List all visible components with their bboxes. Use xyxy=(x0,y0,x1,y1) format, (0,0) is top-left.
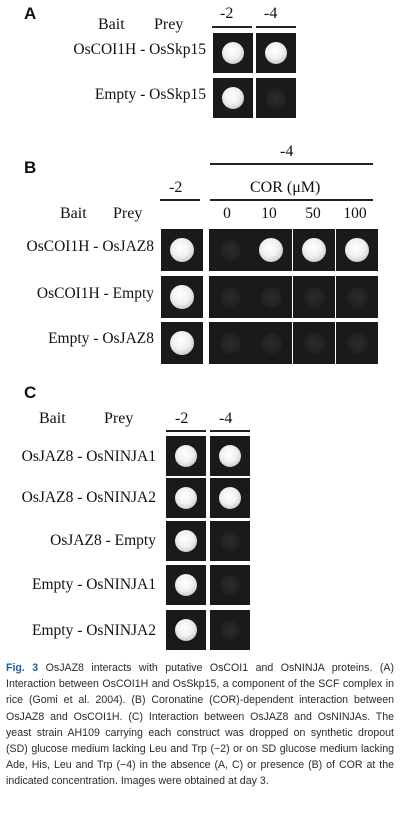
panel-b-conc-label: 10 xyxy=(261,205,277,222)
panel-c-col1-rule xyxy=(166,430,206,432)
panel-b-plate-cell xyxy=(250,276,292,318)
panel-b-colony-spot xyxy=(170,238,194,262)
figure-caption-text: OsJAZ8 interacts with putative OsCOI1 an… xyxy=(6,662,394,788)
panel-c-plate-cell xyxy=(166,565,206,605)
panel-c-plate-cell xyxy=(166,521,206,561)
panel-c-bait-header: Bait xyxy=(39,410,66,427)
panel-c-letter: C xyxy=(24,383,37,402)
panel-b-minus2-rule xyxy=(160,199,200,201)
panel-a-col1-rule xyxy=(212,26,252,28)
panel-b-empty-spot xyxy=(220,287,241,308)
panel-b-plate-cell xyxy=(250,322,292,364)
panel-c-empty-spot xyxy=(220,531,240,551)
panel-a-colony-spot xyxy=(222,87,244,109)
panel-b-cor-rule xyxy=(210,199,373,201)
panel-a-col-minus2: -2 xyxy=(220,5,234,22)
panel-b-empty-spot xyxy=(347,333,368,354)
panel-b-plate-cell xyxy=(250,229,292,271)
panel-b-colony-spot xyxy=(345,238,369,262)
figure-label: Fig. 3 xyxy=(6,662,39,674)
panel-b-empty-spot xyxy=(261,333,282,354)
panel-a-bait-header: Bait xyxy=(98,16,125,33)
panel-b-empty-spot xyxy=(304,333,325,354)
panel-b-plate-cell xyxy=(209,322,251,364)
panel-c-plate-cell xyxy=(210,436,250,476)
panel-c-row-label: Empty - OsNINJA2 xyxy=(32,622,156,639)
panel-c-plate-cell xyxy=(166,478,206,518)
panel-b-cor-header: COR (μM) xyxy=(250,179,321,196)
panel-b-row-label: OsCOI1H - Empty xyxy=(36,285,154,302)
panel-c-plate-cell xyxy=(210,521,250,561)
panel-b-plate-cell xyxy=(336,276,378,318)
panel-a-prey-header: Prey xyxy=(154,16,184,33)
panel-c-plate-cell xyxy=(166,610,206,650)
panel-a-row-label: Empty - OsSkp15 xyxy=(94,86,206,103)
panel-b-plate-cell xyxy=(293,276,335,318)
panel-b-group-rule xyxy=(210,163,373,165)
figure-caption: Fig. 3 OsJAZ8 interacts with putative Os… xyxy=(6,660,394,790)
panel-a-colony-spot xyxy=(222,42,244,64)
panel-b-plate-cell xyxy=(209,276,251,318)
panel-b-conc-label: 50 xyxy=(305,205,321,222)
panel-c-colony-spot xyxy=(175,619,197,641)
panel-b-plate-cell xyxy=(161,229,203,271)
panel-c-empty-spot xyxy=(220,620,240,640)
panel-b-plate-cell xyxy=(161,322,203,364)
panel-b-plate-cell xyxy=(293,229,335,271)
panel-b-plate-cell xyxy=(161,276,203,318)
panel-c-col2-rule xyxy=(210,430,250,432)
panel-b-empty-spot xyxy=(347,287,368,308)
panel-c-plate-cell xyxy=(210,478,250,518)
panel-b-colony-spot xyxy=(170,285,194,309)
panel-c-colony-spot xyxy=(175,530,197,552)
panel-c-prey-header: Prey xyxy=(104,410,134,427)
panel-c-colony-spot xyxy=(175,574,197,596)
panel-b-empty-spot xyxy=(220,333,241,354)
panel-c-plate-cell xyxy=(166,436,206,476)
panel-c-colony-spot xyxy=(219,487,241,509)
panel-c-row-label: OsJAZ8 - OsNINJA1 xyxy=(21,448,156,465)
panel-c-row-label: Empty - OsNINJA1 xyxy=(32,576,156,593)
panel-a-plate-cell xyxy=(256,33,296,73)
panel-b-letter: B xyxy=(24,158,37,177)
panel-a-col2-rule xyxy=(256,26,296,28)
panel-b-empty-spot xyxy=(220,240,241,261)
panel-c-empty-spot xyxy=(220,575,240,595)
panel-b-bait-header: Bait xyxy=(60,205,87,222)
panel-b-conc-label: 100 xyxy=(343,205,367,222)
panel-b-group-header: -4 xyxy=(280,143,294,160)
panel-c-plate-cell xyxy=(210,565,250,605)
panel-b-plate-cell xyxy=(336,322,378,364)
panel-b-plate-cell xyxy=(209,229,251,271)
panel-a-letter: A xyxy=(24,4,37,23)
panel-c-colony-spot xyxy=(175,445,197,467)
panel-b-row-label: OsCOI1H - OsJAZ8 xyxy=(26,238,154,255)
panel-a-plate-cell xyxy=(213,33,253,73)
panel-c-row-label: OsJAZ8 - Empty xyxy=(50,532,156,549)
panel-c-colony-spot xyxy=(219,445,241,467)
panel-b-colony-spot xyxy=(259,238,283,262)
panel-b-empty-spot xyxy=(261,287,282,308)
panel-b-col-minus2: -2 xyxy=(169,179,183,196)
panel-b-plate-cell xyxy=(293,322,335,364)
panel-b-prey-header: Prey xyxy=(113,205,143,222)
panel-b-row-label: Empty - OsJAZ8 xyxy=(48,330,154,347)
panel-c-col-minus4: -4 xyxy=(219,410,233,427)
panel-b-plate-cell xyxy=(336,229,378,271)
panel-a-col-minus4: -4 xyxy=(264,5,278,22)
panel-a-plate-cell xyxy=(213,78,253,118)
panel-b-empty-spot xyxy=(304,287,325,308)
panel-a-empty-spot xyxy=(266,88,286,108)
panel-a-row-label: OsCOI1H - OsSkp15 xyxy=(73,41,206,58)
panel-c-colony-spot xyxy=(175,487,197,509)
panel-c-plate-cell xyxy=(210,610,250,650)
panel-a-plate-cell xyxy=(256,78,296,118)
panel-c-col-minus2: -2 xyxy=(175,410,189,427)
panel-c-row-label: OsJAZ8 - OsNINJA2 xyxy=(21,489,156,506)
panel-a-colony-spot xyxy=(265,42,287,64)
panel-b-conc-label: 0 xyxy=(223,205,231,222)
panel-b-colony-spot xyxy=(170,331,194,355)
panel-b-colony-spot xyxy=(302,238,326,262)
